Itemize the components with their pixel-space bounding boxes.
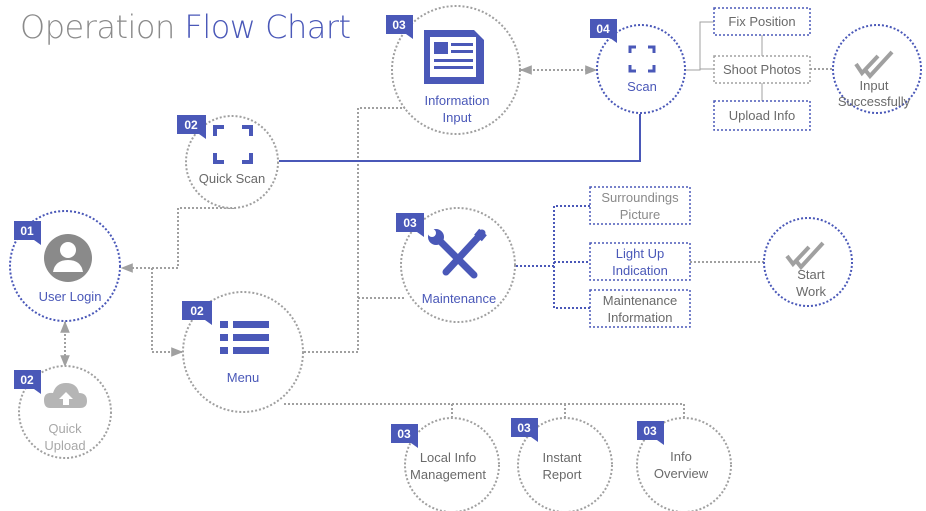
- scan-circle: [596, 24, 686, 114]
- badge-user-login: [14, 221, 41, 245]
- info-overview-label-line2: Overview: [654, 466, 709, 481]
- local-info-label-line1: Local Info: [420, 450, 476, 465]
- badge-text: 04: [596, 22, 610, 36]
- information-input-label-line2: Input: [443, 110, 472, 125]
- badge-quick-scan: [177, 115, 206, 139]
- info-overview-label-line1: Info: [670, 449, 692, 464]
- page-title: Operation Flow Chart: [20, 8, 351, 46]
- surroundings-label-line1: Surroundings: [601, 190, 679, 205]
- upload-info-label: Upload Info: [729, 108, 796, 123]
- badge-menu: [182, 301, 212, 325]
- badge-text: 02: [184, 118, 198, 132]
- fix-position-label: Fix Position: [728, 14, 795, 29]
- instant-report-label-line1: Instant: [542, 450, 581, 465]
- instant-report-circle: [517, 417, 613, 511]
- connector-quickscan-login: [120, 207, 234, 273]
- local-info-circle: [404, 417, 500, 511]
- maintenance-info-label-line2: Information: [607, 310, 672, 325]
- double-check-icon: [785, 241, 825, 271]
- connector-login-menu: [151, 268, 184, 357]
- light-up-box: [589, 242, 691, 281]
- quick-upload-label-line1: Quick: [48, 421, 82, 436]
- badge-text: 03: [643, 424, 657, 438]
- menu-label: Menu: [227, 370, 260, 385]
- quick-upload-circle: [18, 365, 112, 459]
- user-login-label: User Login: [39, 289, 102, 304]
- local-info-label-line2: Management: [410, 467, 486, 482]
- instant-report-label-line2: Report: [542, 467, 581, 482]
- badge-maintenance: [396, 213, 424, 237]
- badge-text: 02: [20, 373, 34, 387]
- scan-label: Scan: [627, 79, 657, 94]
- start-work-label-line1: Start: [797, 267, 825, 282]
- upload-info-box: [713, 100, 811, 131]
- badge-info-overview: [637, 421, 664, 445]
- scan-tree: [685, 21, 763, 101]
- document-form-icon: [424, 30, 484, 84]
- badge-scan: [590, 19, 617, 43]
- connector-quickscan-scan: [279, 114, 641, 162]
- badge-text: 02: [190, 304, 204, 318]
- fix-position-box: [713, 7, 811, 36]
- badge-text: 03: [397, 427, 411, 441]
- menu-list-icon: [220, 321, 269, 354]
- badge-information-input: [386, 15, 413, 39]
- start-work-label-line2: Work: [796, 284, 827, 299]
- scan-frame-icon: [628, 45, 656, 73]
- maintenance-info-box: [589, 289, 691, 328]
- connector-maint-branches: [553, 205, 590, 309]
- connector-scan-fix: [685, 21, 714, 71]
- double-check-icon: [854, 50, 894, 80]
- quick-scan-circle: [185, 115, 279, 209]
- title-part2: Flow Chart: [184, 8, 351, 46]
- maintenance-info-label-line1: Maintenance: [603, 293, 677, 308]
- quick-upload-label-line2: Upload: [44, 438, 85, 453]
- input-successfully-label-line1: Input: [860, 78, 889, 93]
- shoot-photos-box: [713, 55, 811, 84]
- information-input-label-line1: Information: [424, 93, 489, 108]
- quick-scan-label: Quick Scan: [199, 171, 265, 186]
- badge-local-info: [391, 424, 418, 448]
- surroundings-box: [589, 186, 691, 225]
- wrench-screwdriver-icon: [428, 228, 487, 279]
- light-up-label-line1: Light Up: [616, 246, 664, 261]
- connectors: [60, 65, 832, 417]
- connector-menu-input: [304, 107, 408, 353]
- badge-text: 03: [403, 216, 417, 230]
- input-successfully-label-line2: Successfully: [838, 94, 911, 109]
- title-part1: Operation: [20, 8, 175, 46]
- cloud-upload-icon: [44, 383, 87, 408]
- badge-instant-report: [511, 418, 538, 442]
- badge-text: 03: [517, 421, 531, 435]
- maintenance-tree: [516, 205, 590, 309]
- badge-text: 03: [392, 18, 406, 32]
- maintenance-label: Maintenance: [422, 291, 496, 306]
- badge-text: 01: [20, 224, 34, 238]
- shoot-photos-label: Shoot Photos: [723, 62, 802, 77]
- light-up-label-line2: Indication: [612, 263, 668, 278]
- user-avatar-icon: [44, 234, 92, 282]
- surroundings-label-line2: Picture: [620, 207, 660, 222]
- badge-quick-upload: [14, 370, 41, 394]
- scan-frame-icon: [213, 125, 253, 164]
